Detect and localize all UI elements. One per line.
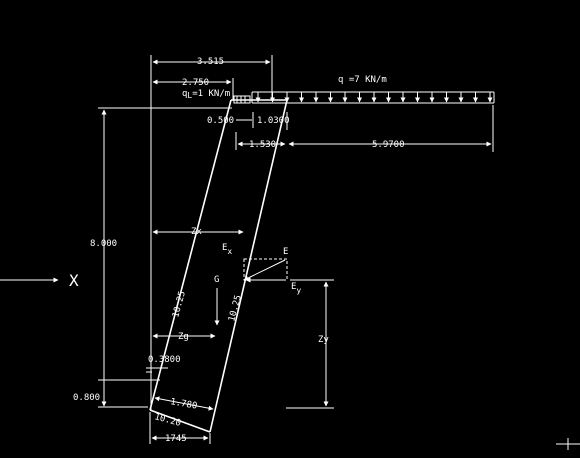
wall-outline <box>149 99 288 433</box>
surcharge-block <box>233 95 251 104</box>
force-triangle <box>243 258 288 283</box>
dim-5970: 5.9700 <box>372 140 405 150</box>
zy-label: Zy <box>318 335 329 345</box>
dim-line-1780 <box>154 396 214 411</box>
dim-1745: 1745 <box>165 434 187 444</box>
ql-label: qL=1 KN/m <box>182 89 230 100</box>
dim-1020: 10.20 <box>153 412 182 429</box>
dim-0500: 0.500 <box>207 116 234 126</box>
q-label: q =7 KN/m <box>338 75 387 85</box>
len-right: 10.25 <box>227 294 244 323</box>
dim-03800: 0.3800 <box>148 355 181 365</box>
dim-1030: 1.0300 <box>257 116 290 126</box>
zx-label: Zx <box>191 227 202 237</box>
x-label: X <box>69 271 79 290</box>
e-label: E <box>283 247 288 257</box>
ex-label: Ex <box>222 243 232 256</box>
dimension-height <box>98 107 232 407</box>
distributed-load <box>251 91 495 104</box>
zg-label: Zg <box>178 332 189 342</box>
dim-2750: 2.750 <box>182 78 209 88</box>
dim-0800: 0.800 <box>73 393 100 403</box>
dim-3515: 3.515 <box>197 57 224 67</box>
g-label: G <box>214 275 219 285</box>
cursor-icon <box>556 438 580 450</box>
dimension-2750 <box>152 78 234 100</box>
height-label: 8.000 <box>90 239 117 249</box>
dimension-3515 <box>150 55 273 100</box>
dim-1780: 1.780 <box>169 397 197 412</box>
len-left: 10.25 <box>171 290 188 319</box>
ey-label: Ey <box>291 282 301 295</box>
dim-1530: 1.530 <box>249 140 276 150</box>
